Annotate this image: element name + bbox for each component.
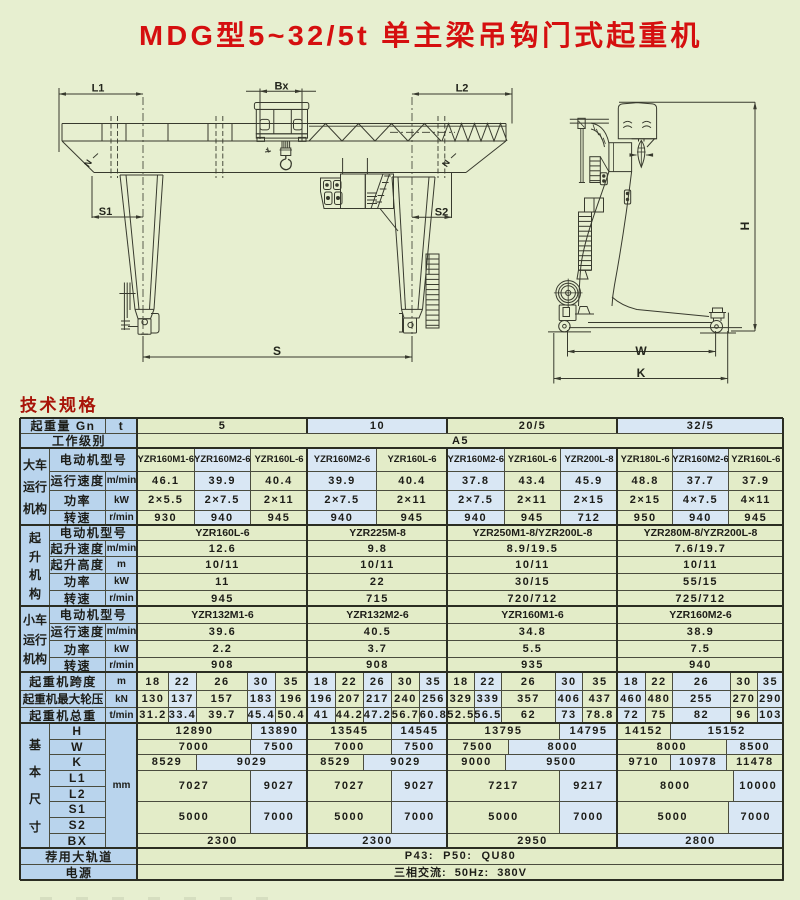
svg-text:S1: S1 — [99, 206, 112, 218]
svg-text:L2: L2 — [456, 83, 469, 95]
svg-text:W: W — [635, 344, 647, 358]
svg-text:S2: S2 — [435, 206, 448, 218]
svg-text:Bx: Bx — [274, 81, 289, 93]
svg-text:N: N — [440, 158, 452, 169]
svg-text:S: S — [273, 344, 281, 358]
svg-text:H: H — [738, 222, 752, 231]
svg-text:K: K — [637, 366, 646, 380]
svg-text:L1: L1 — [92, 83, 105, 95]
svg-text:N: N — [82, 158, 94, 169]
